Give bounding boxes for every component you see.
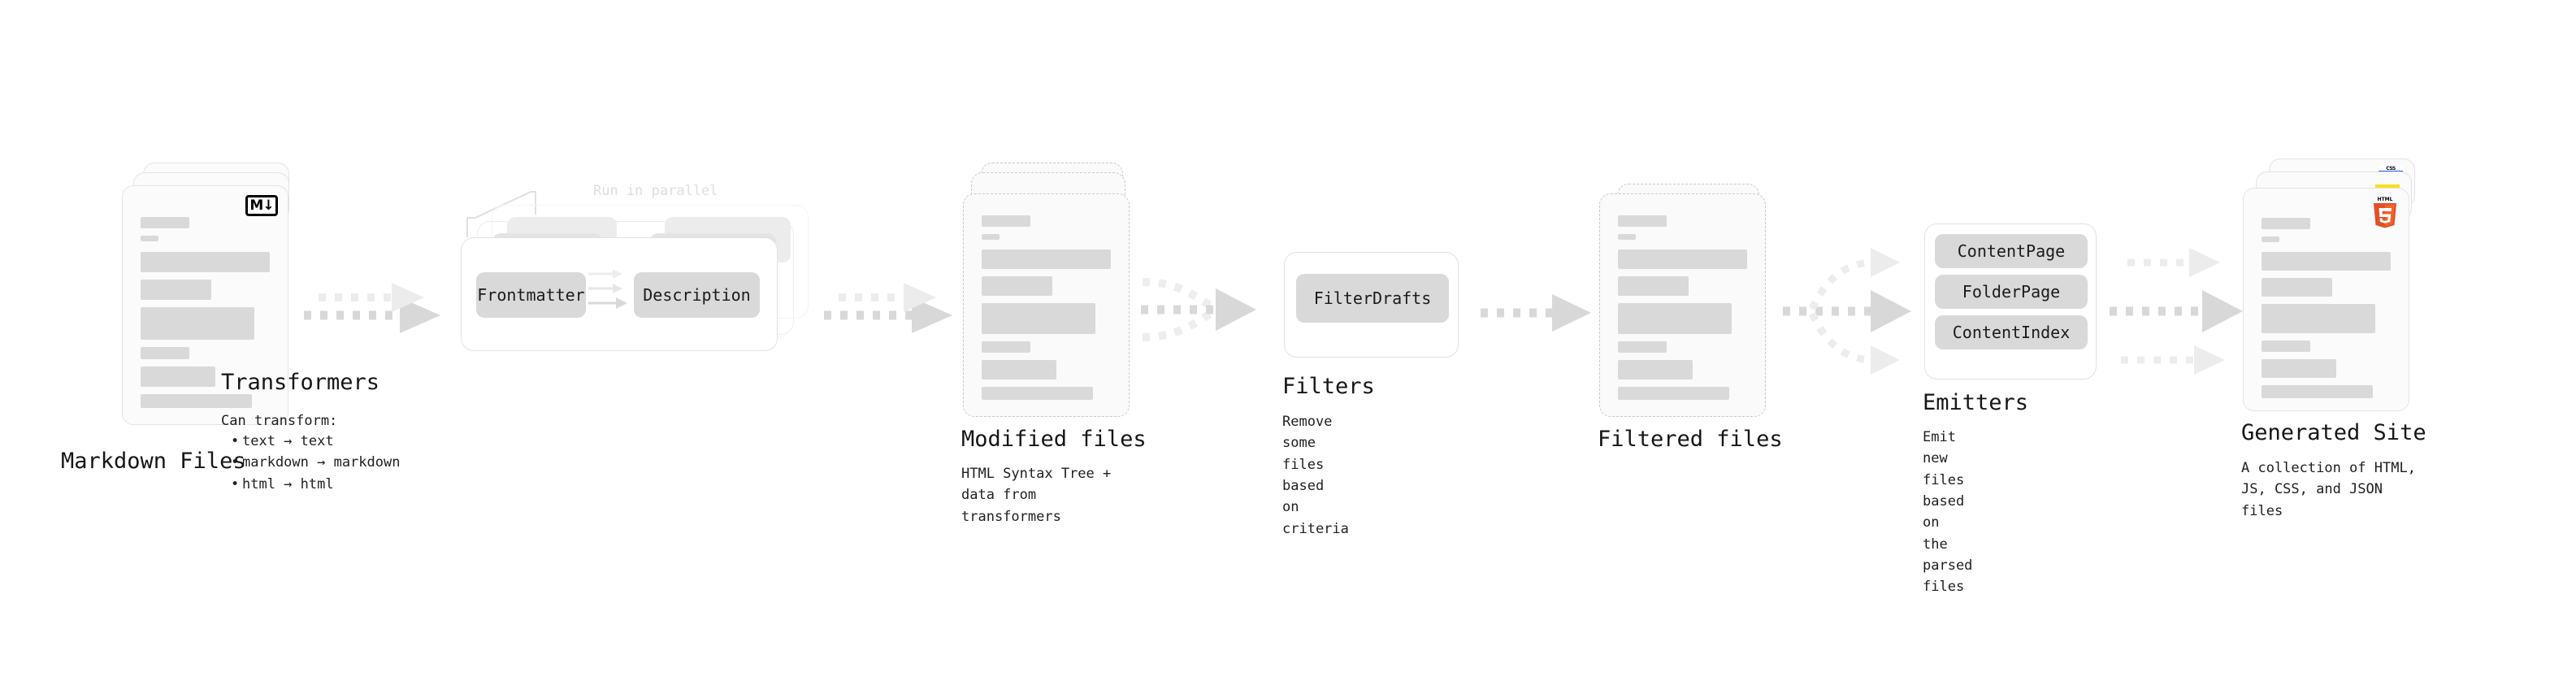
transformer-layer-front: Frontmatter Description [461, 237, 778, 351]
stage-subtitle-emitters: Emit new files based on the parsed files [1923, 429, 1973, 596]
list-item: text → text [228, 431, 400, 453]
markdown-card-front: M↓ [122, 185, 288, 425]
content-bar [982, 249, 1111, 269]
markdown-file-stack: M↓ [122, 163, 309, 447]
site-file-stack: CSS HTML [2243, 158, 2430, 443]
content-bar [982, 215, 1030, 227]
content-bar [141, 394, 252, 408]
stage-subtitle-generated-site: A collection of HTML, JS, CSS, and JSON … [2241, 460, 2416, 519]
arrow-filters-to-filtered [1481, 294, 1591, 332]
chip-contentindex[interactable]: ContentIndex [1935, 315, 2088, 349]
site-card-content [2262, 218, 2391, 406]
content-bar [982, 303, 1095, 334]
stage-subtitle-modified-files: HTML Syntax Tree + data from transformer… [961, 466, 1112, 525]
modified-card-front [963, 193, 1130, 417]
content-bar [141, 252, 270, 272]
transformer-bullet-list: text → text markdown → markdown html → h… [228, 431, 400, 495]
stage-title-modified-files: Modified files [961, 427, 1147, 452]
arrow-filtered-to-emitters [1783, 248, 1911, 375]
content-bar [2262, 340, 2311, 352]
markdown-icon-label: M↓ [249, 197, 274, 214]
content-bar [2262, 236, 2279, 242]
stage-title-generated-site: Generated Site [2241, 420, 2426, 445]
stage-filtered-files: Filtered files [1598, 163, 1783, 452]
filtered-card-content [1618, 215, 1747, 407]
chip-description[interactable]: Description [634, 272, 760, 318]
content-bar [2262, 252, 2391, 271]
content-bar [982, 341, 1031, 353]
html5-icon: HTML [2371, 195, 2399, 228]
content-bar [1618, 249, 1747, 269]
stage-subtitle-filters: Remove some files based on criteria [1282, 414, 1349, 537]
chip-folderpage[interactable]: FolderPage [1935, 275, 2088, 309]
content-bar [982, 360, 1057, 380]
content-bar [141, 307, 254, 340]
stage-subtitle-transformers: Can transform: [221, 413, 338, 429]
content-bar [2262, 278, 2333, 297]
filtered-card-front [1599, 193, 1766, 417]
css-icon-label: CSS [2386, 166, 2396, 171]
stage-title-filters: Filters [1282, 374, 1375, 399]
content-bar [141, 236, 158, 241]
svg-text:HTML: HTML [2378, 197, 2393, 202]
modified-file-stack [963, 163, 1142, 431]
modified-card-content [982, 215, 1111, 407]
content-bar [1618, 215, 1667, 227]
stage-title-emitters: Emitters [1923, 390, 2029, 415]
content-bar [982, 276, 1053, 296]
content-bar [1618, 387, 1729, 400]
content-bar [982, 234, 1000, 240]
arrow-modified-to-filters [1141, 278, 1256, 341]
content-bar [2262, 218, 2310, 229]
chip-frontmatter[interactable]: Frontmatter [476, 272, 586, 318]
stage-title-transformers: Transformers [221, 370, 380, 395]
annotation-run-in-parallel: Run in parallel [593, 183, 718, 199]
content-bar [1618, 303, 1732, 334]
content-bar [1618, 234, 1636, 240]
transformer-inner-arrows [588, 269, 627, 309]
content-bar [141, 217, 189, 228]
filters-box: FilterDrafts [1284, 252, 1459, 358]
chip-filterdrafts[interactable]: FilterDrafts [1296, 274, 1449, 323]
arrow-emitters-to-site [2110, 248, 2243, 375]
content-bar [141, 347, 190, 359]
stage-markdown-files: M↓ Markdown Files [61, 163, 309, 474]
list-item: html → html [228, 474, 400, 496]
content-bar [141, 280, 212, 300]
chip-contentpage[interactable]: ContentPage [1935, 234, 2088, 268]
filtered-file-stack [1599, 163, 1778, 431]
arrow-markdown-to-transformers [304, 283, 440, 333]
stage-title-filtered-files: Filtered files [1598, 427, 1783, 452]
stage-title-markdown-files: Markdown Files [61, 449, 246, 474]
stage-generated-site: CSS HTML [2241, 158, 2430, 519]
content-bar [2262, 304, 2375, 333]
markdown-card-content [141, 217, 270, 415]
content-bar [141, 367, 216, 387]
content-bar [1618, 341, 1667, 353]
emitters-box: ContentPage FolderPage ContentIndex [1924, 223, 2097, 380]
stage-modified-files: Modified files HTML Syntax Tree + data f… [961, 163, 1147, 525]
arrow-transformers-to-modified [824, 283, 952, 333]
content-bar [2262, 385, 2373, 398]
markdown-icon: M↓ [245, 195, 278, 216]
content-bar [1618, 360, 1693, 380]
content-bar [982, 387, 1093, 400]
content-bar [2262, 359, 2337, 378]
list-item: markdown → markdown [228, 452, 400, 474]
content-bar [1618, 276, 1689, 296]
site-card-front: HTML [2243, 188, 2409, 411]
